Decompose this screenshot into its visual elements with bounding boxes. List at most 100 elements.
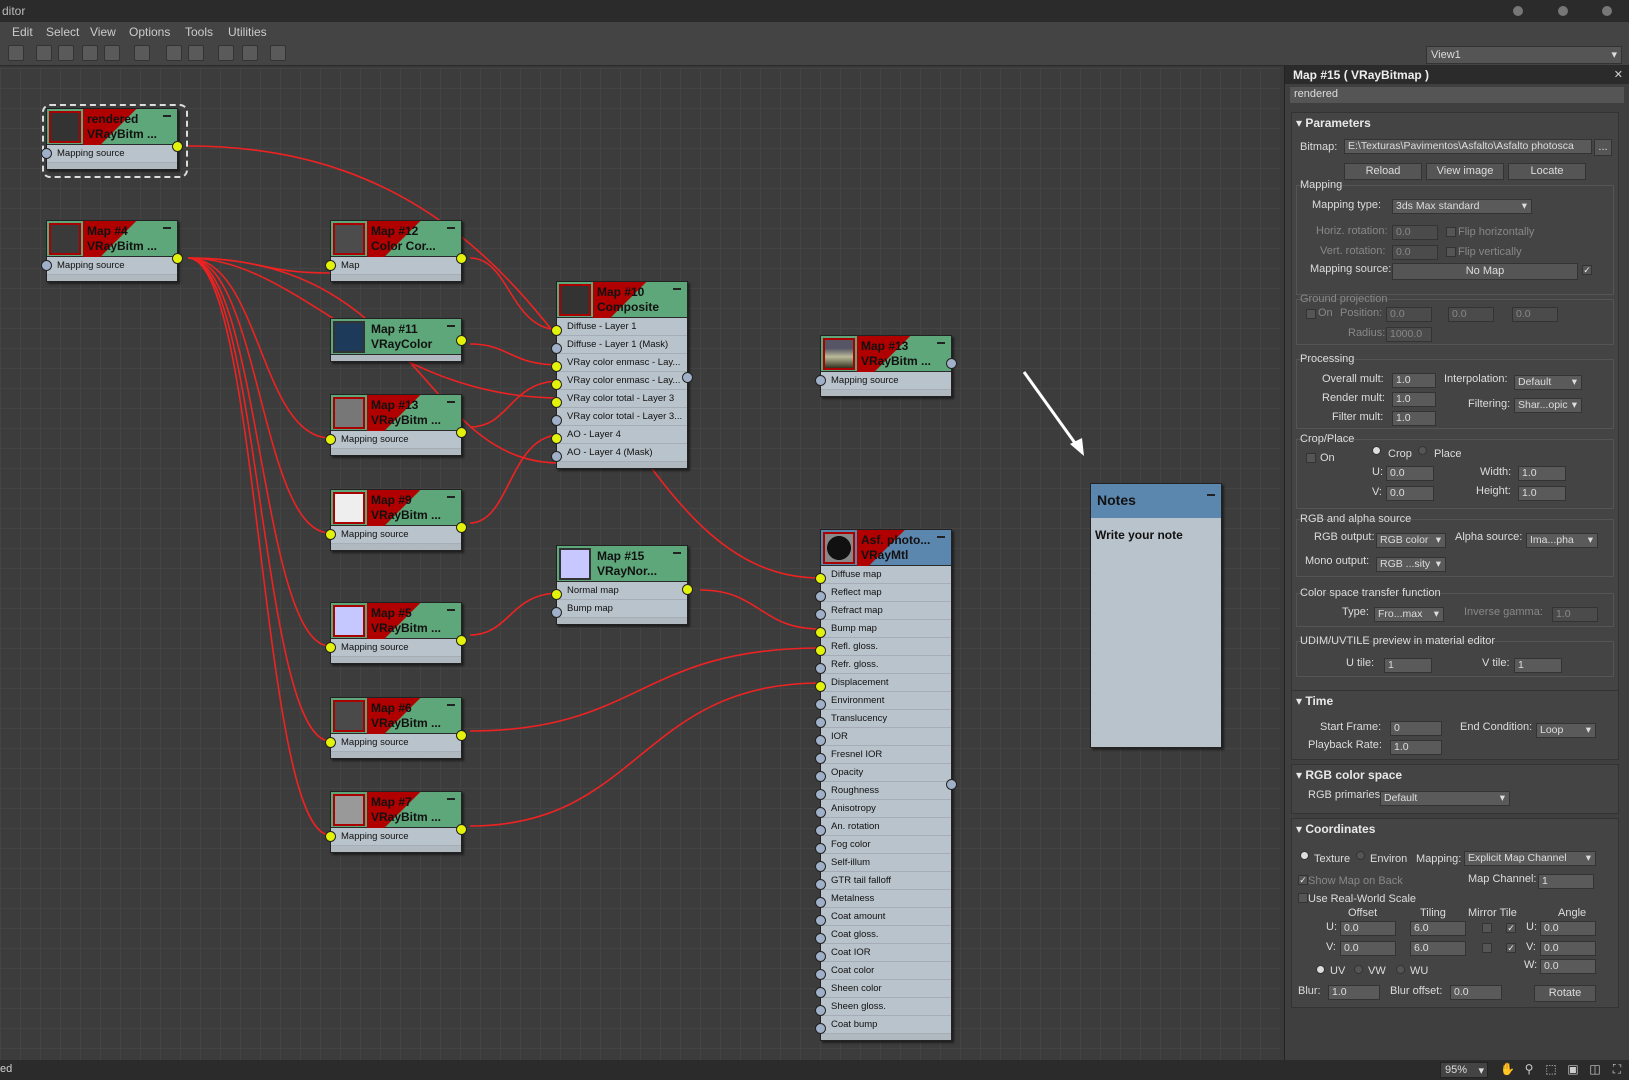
node-slot[interactable]: Fog color xyxy=(821,836,951,854)
input-socket[interactable] xyxy=(551,433,562,444)
input-socket[interactable] xyxy=(815,663,826,674)
node-slot[interactable]: Coat amount xyxy=(821,908,951,926)
node-slot[interactable]: VRay color enmasc - Lay... xyxy=(557,372,687,390)
select-by-material-icon[interactable] xyxy=(270,45,286,61)
rotate-button[interactable]: Rotate xyxy=(1534,985,1596,1002)
maximize-icon[interactable] xyxy=(1558,6,1568,16)
output-socket[interactable] xyxy=(456,522,467,533)
input-socket[interactable] xyxy=(551,415,562,426)
output-socket[interactable] xyxy=(946,779,957,790)
notes-node[interactable]: Notes Write your note xyxy=(1090,483,1222,748)
mapping-source-button[interactable]: No Map xyxy=(1392,263,1578,280)
output-socket[interactable] xyxy=(456,427,467,438)
minimize-icon[interactable] xyxy=(1513,6,1523,16)
input-socket[interactable] xyxy=(815,375,826,386)
node-slot[interactable]: Bump map xyxy=(821,620,951,638)
crop-radio[interactable] xyxy=(1372,446,1381,455)
output-socket[interactable] xyxy=(456,730,467,741)
u-offset-spinner[interactable]: 0.0 xyxy=(1340,921,1396,936)
collapse-icon[interactable] xyxy=(937,342,945,344)
close-icon[interactable]: ✕ xyxy=(1613,69,1623,81)
node-slot[interactable]: Mapping source xyxy=(47,145,177,163)
position-y-spinner[interactable]: 0.0 xyxy=(1448,307,1494,322)
input-socket[interactable] xyxy=(325,260,336,271)
browse-button[interactable]: ... xyxy=(1594,139,1612,156)
v-mirror-checkbox[interactable] xyxy=(1482,943,1492,953)
render-mult-spinner[interactable]: 1.0 xyxy=(1392,392,1436,407)
rollout-header[interactable]: ▾ RGB color space xyxy=(1296,768,1403,782)
input-socket[interactable] xyxy=(815,591,826,602)
node-slot[interactable]: Mapping source xyxy=(331,639,461,657)
input-socket[interactable] xyxy=(815,717,826,728)
node-slot[interactable]: Coat IOR xyxy=(821,944,951,962)
input-socket[interactable] xyxy=(325,434,336,445)
collapse-icon[interactable] xyxy=(937,536,945,538)
node-slot[interactable]: Self-illum xyxy=(821,854,951,872)
node-slot[interactable]: VRay color total - Layer 3 xyxy=(557,390,687,408)
node-slot[interactable]: An. rotation xyxy=(821,818,951,836)
input-socket[interactable] xyxy=(815,699,826,710)
filtering-dropdown[interactable]: Shar...opic▾ xyxy=(1514,398,1582,413)
input-socket[interactable] xyxy=(815,843,826,854)
flip-vertically-checkbox[interactable] xyxy=(1446,247,1456,257)
node-slot[interactable]: Mapping source xyxy=(47,257,177,275)
layout-children-icon[interactable] xyxy=(218,45,234,61)
collapse-icon[interactable] xyxy=(673,288,681,290)
u-angle-spinner[interactable]: 0.0 xyxy=(1540,921,1596,936)
show-map-back-checkbox[interactable]: ✓ xyxy=(1298,875,1308,885)
input-socket[interactable] xyxy=(551,379,562,390)
zoom-region-icon[interactable]: ⬚ xyxy=(1545,1062,1557,1076)
input-socket[interactable] xyxy=(815,807,826,818)
input-socket[interactable] xyxy=(815,753,826,764)
input-socket[interactable] xyxy=(815,789,826,800)
input-socket[interactable] xyxy=(815,645,826,656)
u-mirror-checkbox[interactable] xyxy=(1482,923,1492,933)
uv-radio[interactable] xyxy=(1316,965,1325,974)
inverse-gamma-spinner[interactable]: 1.0 xyxy=(1552,607,1598,622)
collapse-icon[interactable] xyxy=(447,704,455,706)
crop-v-spinner[interactable]: 0.0 xyxy=(1386,486,1434,501)
overall-mult-spinner[interactable]: 1.0 xyxy=(1392,373,1436,388)
node-slot[interactable]: Map xyxy=(331,257,461,275)
map-channel-spinner[interactable]: 1 xyxy=(1538,874,1594,889)
input-socket[interactable] xyxy=(815,951,826,962)
mono-output-dropdown[interactable]: RGB ...sity▾ xyxy=(1376,557,1446,572)
input-socket[interactable] xyxy=(815,879,826,890)
input-socket[interactable] xyxy=(815,969,826,980)
input-socket[interactable] xyxy=(815,771,826,782)
coord-mapping-dropdown[interactable]: Explicit Map Channel▾ xyxy=(1464,851,1596,866)
node-slot[interactable]: Mapping source xyxy=(821,372,951,390)
node-slot[interactable]: Mapping source xyxy=(331,734,461,752)
notes-body[interactable]: Write your note xyxy=(1095,528,1183,542)
input-socket[interactable] xyxy=(551,451,562,462)
node-slot[interactable]: Translucency xyxy=(821,710,951,728)
collapse-icon[interactable] xyxy=(447,401,455,403)
input-socket[interactable] xyxy=(815,735,826,746)
transfer-type-dropdown[interactable]: Fro...max▾ xyxy=(1374,607,1444,622)
input-socket[interactable] xyxy=(325,642,336,653)
zoom-icon[interactable]: ⚲ xyxy=(1524,1062,1534,1076)
crop-width-spinner[interactable]: 1.0 xyxy=(1518,466,1566,481)
node-slot[interactable]: Mapping source xyxy=(331,828,461,846)
view-image-button[interactable]: View image xyxy=(1426,163,1504,180)
locate-button[interactable]: Locate xyxy=(1508,163,1586,180)
mapping-source-checkbox[interactable]: ✓ xyxy=(1582,265,1592,275)
place-radio[interactable] xyxy=(1418,446,1427,455)
collapse-icon[interactable] xyxy=(447,609,455,611)
filter-mult-spinner[interactable]: 1.0 xyxy=(1392,411,1436,426)
rollout-header[interactable]: ▾ Time xyxy=(1296,694,1334,708)
input-socket[interactable] xyxy=(551,343,562,354)
radius-spinner[interactable]: 1000.0 xyxy=(1386,327,1432,342)
flip-horizontally-checkbox[interactable] xyxy=(1446,227,1456,237)
node-slot[interactable]: VRay color total - Layer 3... xyxy=(557,408,687,426)
mapping-type-dropdown[interactable]: 3ds Max standard▾ xyxy=(1392,199,1532,214)
show-map-icon[interactable] xyxy=(134,45,150,61)
input-socket[interactable] xyxy=(815,681,826,692)
output-socket[interactable] xyxy=(456,824,467,835)
zoom-dropdown[interactable]: 95%▾ xyxy=(1440,1062,1488,1078)
